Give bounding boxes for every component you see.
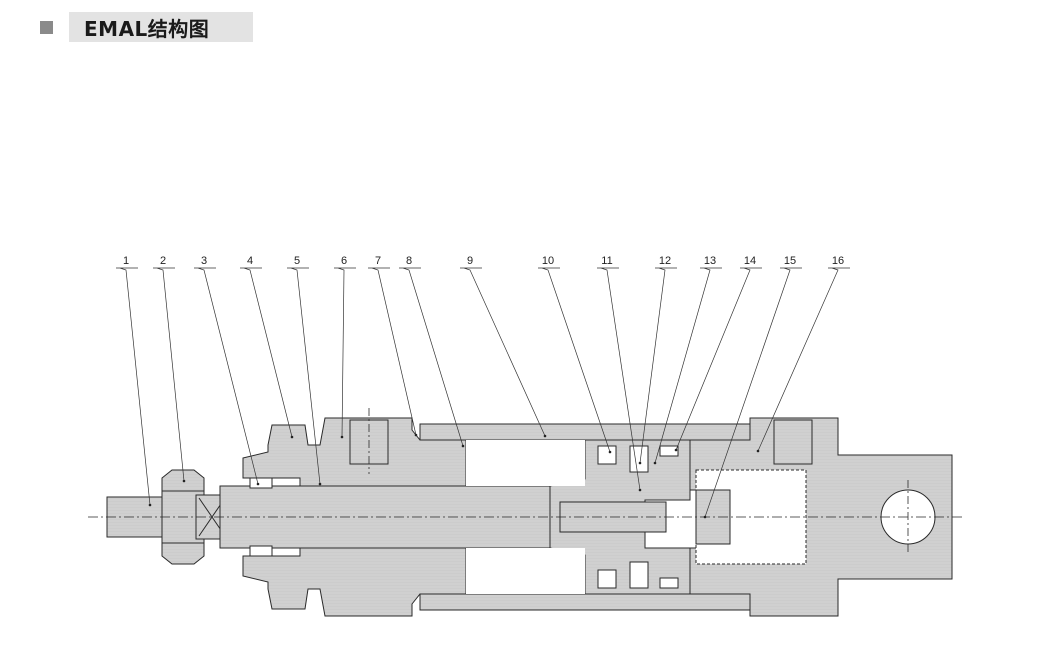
callout-dot-12	[638, 461, 642, 465]
callout-dot-6	[340, 435, 344, 439]
callout-number-8: 8	[406, 255, 412, 267]
callout-number-4: 4	[247, 255, 253, 267]
callout-number-6: 6	[341, 255, 347, 267]
callout-number-7: 7	[375, 255, 381, 267]
callout-number-11: 11	[601, 255, 612, 267]
callout-leader-14	[675, 267, 762, 451]
callout-dot-10	[608, 450, 612, 454]
barrel-top	[419, 423, 751, 441]
callout-dot-2	[182, 479, 186, 483]
callout-leader-16	[757, 267, 850, 452]
page-title: EMAL结构图	[84, 16, 210, 41]
callout-leader-13	[654, 267, 722, 464]
callout-dot-8	[461, 444, 465, 448]
callout-dot-9	[543, 434, 547, 438]
callout-leader-1	[116, 267, 151, 506]
callout-number-5: 5	[294, 255, 300, 267]
callout-number-13: 13	[704, 255, 716, 267]
callout-dot-5	[318, 482, 322, 486]
section-header: EMAL结构图	[40, 12, 253, 42]
callout-number-16: 16	[832, 255, 844, 267]
cylinder-bore	[466, 440, 585, 486]
callout-leader-8	[399, 267, 464, 447]
callout-leader-5	[287, 267, 321, 485]
title-bar: EMAL结构图	[69, 12, 253, 42]
callout-leader-12	[639, 267, 677, 464]
callout-number-3: 3	[201, 255, 207, 267]
callout-number-14: 14	[744, 255, 756, 267]
callout-leader-6	[334, 267, 356, 438]
callout-leader-3	[194, 267, 259, 485]
callout-dot-1	[148, 503, 152, 507]
callout-dot-7	[414, 433, 418, 437]
bullet-square-icon	[40, 20, 53, 34]
callout-dot-3	[256, 482, 260, 486]
callout-dot-14	[674, 448, 678, 452]
front-cover-lower	[242, 547, 467, 617]
callout-leader-7	[368, 267, 417, 436]
callout-number-9: 9	[467, 255, 473, 267]
callout-leader-11	[597, 267, 641, 491]
callout-leader-2	[153, 267, 185, 482]
callout-number-15: 15	[784, 255, 796, 267]
callout-number-2: 2	[160, 255, 166, 267]
callout-leader-4	[240, 267, 293, 438]
callout-dot-11	[638, 488, 642, 492]
cylinder-bore-lower	[466, 548, 585, 594]
callout-dot-13	[653, 461, 657, 465]
callout-number-1: 1	[123, 255, 129, 267]
callout-leader-9	[460, 267, 546, 437]
callout-dot-15	[703, 515, 707, 519]
callout-number-12: 12	[659, 255, 671, 267]
callout-dot-16	[756, 449, 760, 453]
callout-number-10: 10	[542, 255, 554, 267]
callout-leader-10	[538, 267, 611, 453]
rear-port	[773, 419, 813, 465]
seals	[249, 445, 679, 589]
callout-leader-15	[704, 267, 802, 518]
callout-dot-4	[290, 435, 294, 439]
barrel-bottom	[419, 593, 751, 611]
